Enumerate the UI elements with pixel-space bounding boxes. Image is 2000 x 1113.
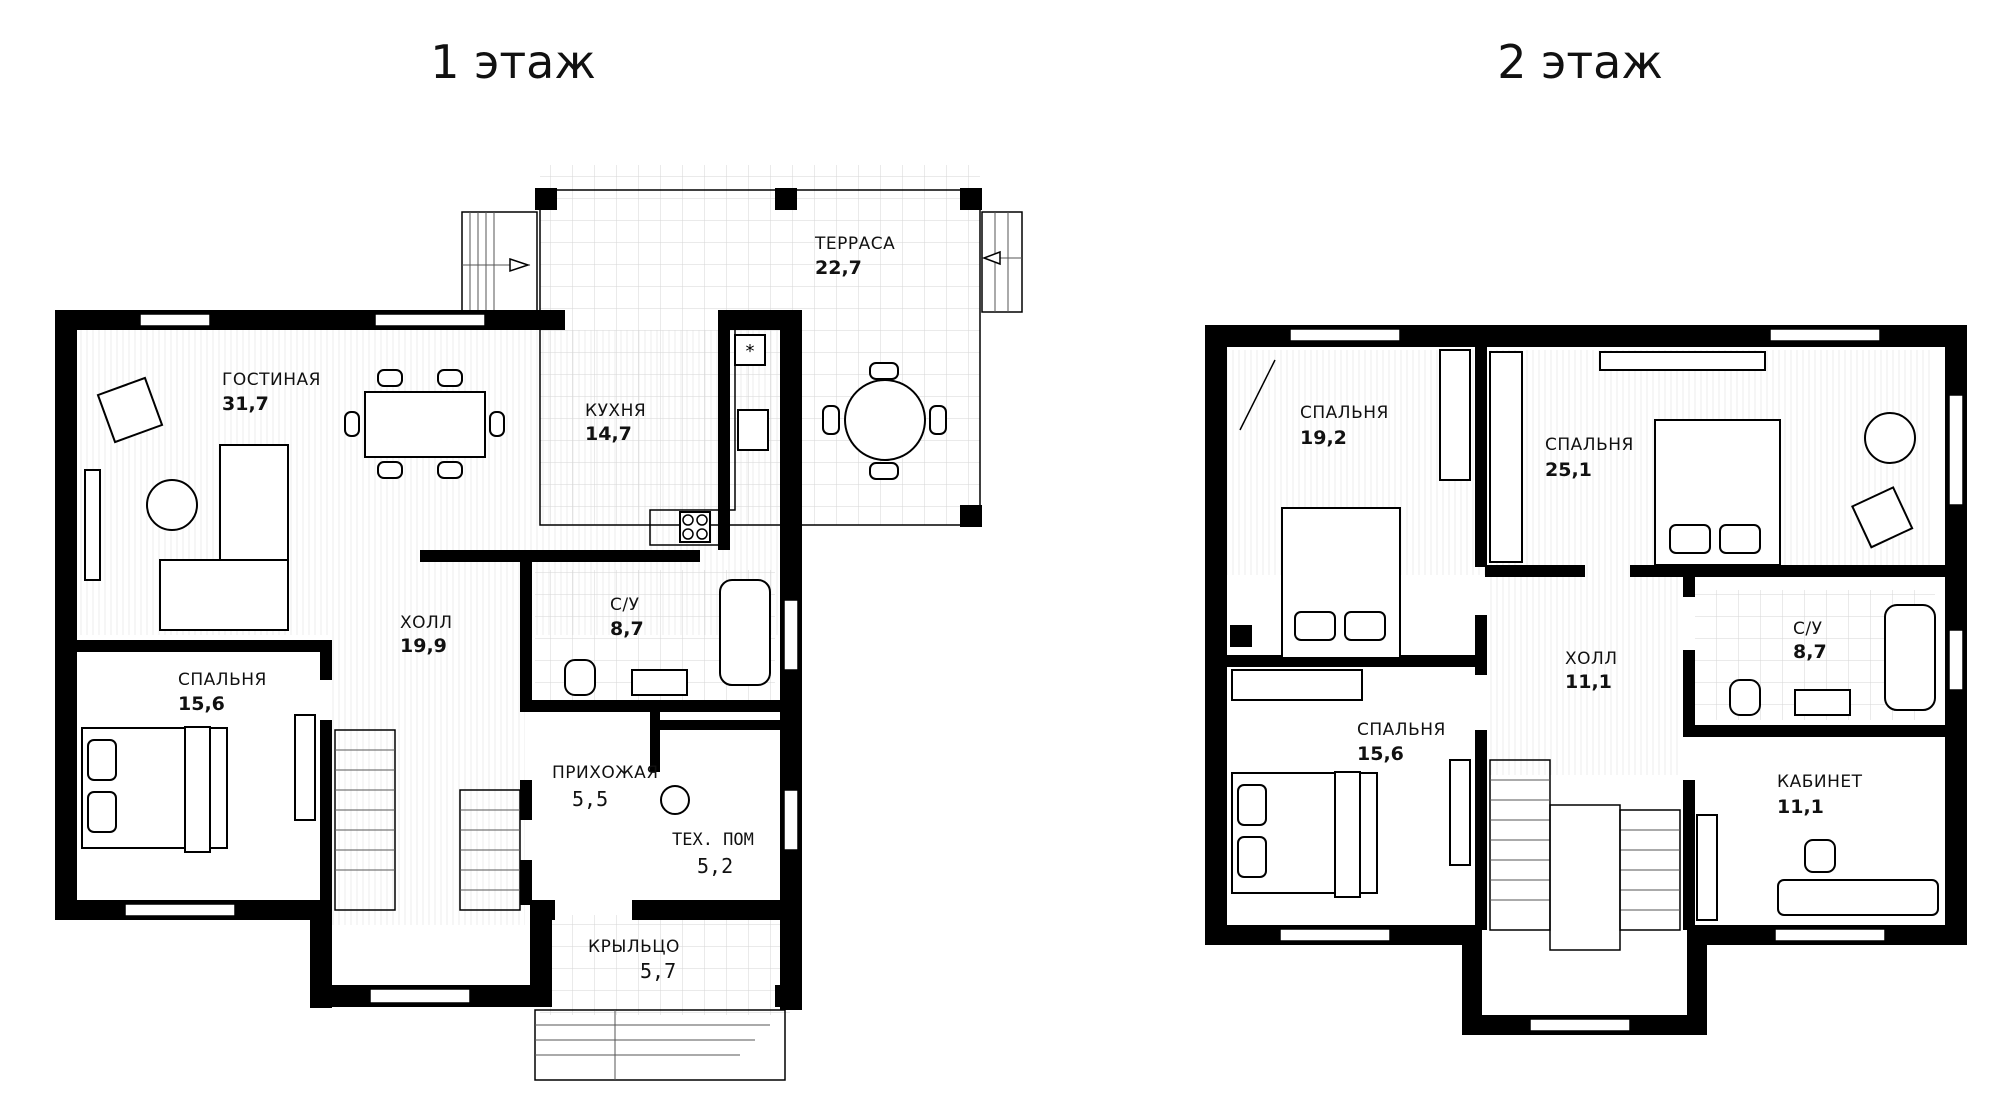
label-porch-name: КРЫЛЬЦО bbox=[588, 937, 680, 957]
label-bedroom-25-name: СПАЛЬНЯ bbox=[1545, 435, 1634, 455]
label-bedroom-2-15-area: 15,6 bbox=[1357, 743, 1404, 765]
label-hall-2-name: ХОЛЛ bbox=[1565, 649, 1618, 669]
label-bathroom-2-area: 8,7 bbox=[1793, 641, 1827, 663]
terrace-stairs-right bbox=[981, 211, 1023, 313]
label-entrance-name: ПРИХОЖАЯ bbox=[552, 763, 659, 783]
terrace-stairs-left bbox=[461, 211, 538, 313]
label-living-room-name: ГОСТИНАЯ bbox=[222, 370, 321, 390]
label-entrance-area: 5,5 bbox=[572, 787, 608, 811]
floor-2-title: 2 этаж bbox=[1497, 35, 1663, 89]
floor-1-plan: * bbox=[55, 165, 1023, 1081]
bedroom-2-15-furniture bbox=[1231, 669, 1471, 898]
label-bathroom-2-name: С/У bbox=[1793, 619, 1823, 639]
label-terrace-area: 22,7 bbox=[815, 257, 862, 279]
label-bedroom-2-15-name: СПАЛЬНЯ bbox=[1357, 720, 1446, 740]
label-tech-room-name: ТЕХ. ПОМ bbox=[672, 830, 754, 850]
label-living-room-area: 31,7 bbox=[222, 393, 269, 415]
label-terrace-name: ТЕРРАСА bbox=[814, 234, 895, 254]
label-tech-room-area: 5,2 bbox=[697, 854, 733, 878]
bedroom-19-furniture bbox=[1230, 349, 1471, 659]
label-hall-1-name: ХОЛЛ bbox=[400, 613, 453, 633]
label-study-area: 11,1 bbox=[1777, 796, 1824, 818]
label-hall-2-area: 11,1 bbox=[1565, 671, 1612, 693]
bedroom-1-bed bbox=[81, 714, 316, 853]
dining-table bbox=[344, 369, 505, 479]
floor-2-stairs bbox=[1489, 759, 1681, 951]
floor-1-title: 1 этаж bbox=[430, 35, 596, 89]
kitchen-counter: * bbox=[649, 330, 769, 546]
label-kitchen-name: КУХНЯ bbox=[585, 401, 646, 421]
floor-1-stairs bbox=[334, 729, 521, 911]
label-study-name: КАБИНЕТ bbox=[1777, 772, 1863, 792]
label-bathroom-1-area: 8,7 bbox=[610, 618, 644, 640]
living-sofa bbox=[84, 376, 289, 631]
label-bedroom-19-name: СПАЛЬНЯ bbox=[1300, 403, 1389, 423]
bathroom-2-fixtures bbox=[1729, 604, 1936, 716]
label-kitchen-area: 14,7 bbox=[585, 423, 632, 445]
svg-text:*: * bbox=[746, 341, 755, 362]
label-hall-1-area: 19,9 bbox=[400, 635, 447, 657]
label-bedroom-25-area: 25,1 bbox=[1545, 459, 1592, 481]
bedroom-25-furniture bbox=[1489, 351, 1916, 566]
label-porch-area: 5,7 bbox=[640, 959, 676, 983]
label-bedroom-1-name: СПАЛЬНЯ bbox=[178, 670, 267, 690]
terrace-table bbox=[822, 362, 947, 480]
label-bedroom-19-area: 19,2 bbox=[1300, 427, 1347, 449]
bathroom-1-fixtures bbox=[564, 579, 771, 696]
label-bedroom-1-area: 15,6 bbox=[178, 693, 225, 715]
study-desk bbox=[1696, 814, 1939, 921]
floor-2-plan: СПАЛЬНЯ 19,2 СПАЛЬНЯ 25,1 ХОЛЛ 11,1 С/У … bbox=[1205, 325, 1967, 1035]
porch-stairs bbox=[534, 1009, 786, 1081]
porch-floor bbox=[540, 915, 790, 1015]
label-bathroom-1-name: С/У bbox=[610, 595, 640, 615]
boiler bbox=[660, 785, 690, 815]
